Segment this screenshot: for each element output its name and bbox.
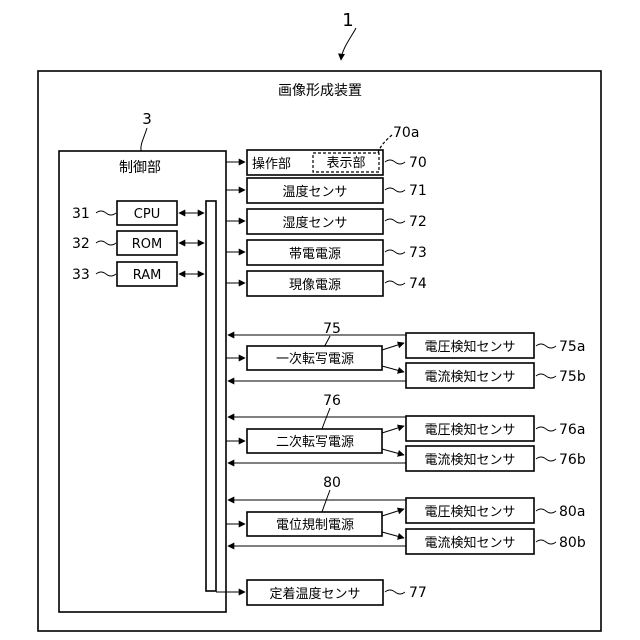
memory-label: RAM [133, 268, 162, 283]
fixing-sensor-label: 定着温度センサ [269, 586, 360, 602]
memory-label: ROM [132, 237, 162, 252]
output-unit-label: 湿度センサ [282, 215, 347, 231]
sensor-ref: 75a [559, 339, 585, 355]
sensor-ref: 80a [559, 504, 585, 520]
sensor-ref: 76b [559, 452, 586, 468]
memory-ref: 33 [72, 267, 90, 283]
figure-number-leader [341, 28, 356, 60]
output-unit-label: 帯電電源 [289, 247, 341, 262]
sensor-label: 電流検知センサ [424, 535, 515, 551]
power-group-ref: 76 [323, 393, 341, 409]
power-group-ref: 80 [323, 475, 341, 491]
memory-ref: 31 [72, 206, 90, 222]
internal-bus [206, 201, 216, 591]
operation-unit-label: 操作部 [252, 156, 291, 172]
sensor-label: 電流検知センサ [424, 369, 515, 385]
sensor-label: 電圧検知センサ [424, 422, 515, 438]
fixing-sensor-ref: 77 [409, 585, 427, 601]
apparatus-label: 画像形成装置 [278, 83, 362, 99]
memory-label: CPU [134, 207, 160, 222]
output-unit-ref: 71 [409, 183, 427, 199]
output-unit-ref: 73 [409, 245, 427, 261]
power-group-label: 一次転写電源 [276, 351, 354, 367]
output-unit-label: 現像電源 [289, 278, 341, 293]
memory-ref: 32 [72, 236, 90, 252]
sensor-ref: 75b [559, 369, 586, 385]
sensor-ref: 76a [559, 422, 585, 438]
display-unit-label: 表示部 [326, 156, 365, 171]
controller-ref: 3 [142, 110, 152, 128]
figure-number: 1 [342, 10, 353, 31]
sensor-label: 電流検知センサ [424, 452, 515, 468]
operation-unit-ref: 70 [409, 155, 427, 171]
power-group-label: 二次転写電源 [276, 434, 354, 450]
power-group-label: 電位規制電源 [276, 518, 354, 533]
sensor-label: 電圧検知センサ [424, 339, 515, 355]
sensor-label: 電圧検知センサ [424, 504, 515, 520]
output-unit-label: 温度センサ [282, 184, 347, 200]
output-unit-ref: 72 [409, 214, 427, 230]
sensor-ref: 80b [559, 535, 586, 551]
output-unit-ref: 74 [409, 276, 427, 292]
controller-label: 制御部 [119, 160, 161, 176]
display-unit-ref: 70a [393, 125, 419, 141]
